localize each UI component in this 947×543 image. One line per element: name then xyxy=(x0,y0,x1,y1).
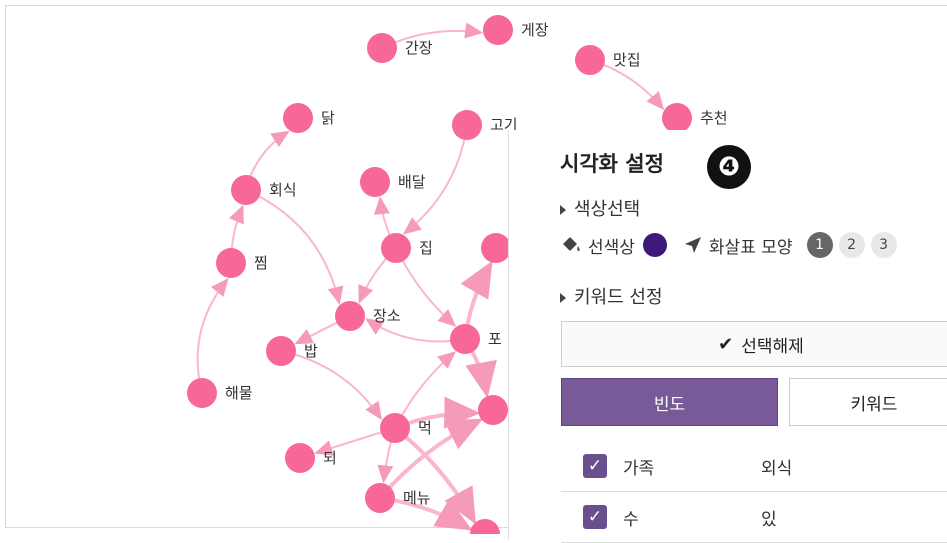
graph-node-jjim[interactable] xyxy=(216,248,246,278)
keyword-section-header[interactable]: 키워드 선정 xyxy=(560,283,663,309)
deselect-button[interactable]: ✔ 선택해제 xyxy=(561,321,947,367)
check-icon: ✔ xyxy=(718,333,734,355)
table-row[interactable]: ✓ 수 있 xyxy=(561,492,947,543)
graph-node-meok[interactable] xyxy=(380,413,410,443)
arrow-shape-3[interactable]: 3 xyxy=(870,232,897,258)
graph-node-gogi[interactable] xyxy=(452,110,482,140)
caret-right-icon xyxy=(560,205,566,215)
graph-node-label: 밥 xyxy=(304,342,318,360)
tab-keyword[interactable]: 키워드 xyxy=(789,378,947,426)
paint-bucket-icon xyxy=(563,237,580,251)
graph-node-label: 배달 xyxy=(398,173,426,191)
graph-node-label: 집 xyxy=(419,239,433,257)
graph-node-gejang[interactable] xyxy=(483,15,513,45)
graph-node-label: 고기 xyxy=(490,116,518,134)
panel-title: 시각화 설정 xyxy=(560,152,664,176)
graph-node-label: 맛집 xyxy=(613,51,641,69)
graph-node-label: 메뉴 xyxy=(403,489,431,507)
graph-node-partial[interactable] xyxy=(481,233,511,263)
graph-node-label: 닭 xyxy=(321,109,335,127)
graph-node-doe[interactable] xyxy=(285,443,315,473)
graph-node-label: 추천 xyxy=(700,109,728,127)
graph-edge xyxy=(245,189,344,305)
arrow-shape-2[interactable]: 2 xyxy=(838,232,865,258)
graph-node-jangso[interactable] xyxy=(335,301,365,331)
graph-edge xyxy=(393,426,476,525)
graph-node-label: 포 xyxy=(488,330,502,348)
graph-edge xyxy=(196,278,229,394)
graph-node-label: 되 xyxy=(323,449,337,467)
graph-node-label: 간장 xyxy=(405,39,433,57)
graph-node-dak[interactable] xyxy=(283,103,313,133)
row-value: 외식 xyxy=(761,459,793,479)
graph-node-label: 회식 xyxy=(269,181,297,199)
color-section-label: 색상선택 xyxy=(574,199,641,220)
graph-node-baedal[interactable] xyxy=(360,167,390,197)
row-value: 있 xyxy=(761,510,777,530)
graph-node-haemul[interactable] xyxy=(187,378,217,408)
checkbox-checked[interactable]: ✓ xyxy=(583,505,607,529)
row-keyword: 수 xyxy=(623,510,639,530)
graph-node-jip[interactable] xyxy=(381,233,411,263)
color-row: 선색상 화살표 모양 1 2 3 xyxy=(560,230,897,260)
graph-node-label: 게장 xyxy=(521,21,549,39)
line-color-label: 선색상 xyxy=(588,237,635,258)
arrow-shape-label: 화살표 모양 xyxy=(708,237,793,258)
caret-right-icon xyxy=(560,293,566,303)
graph-node-po[interactable] xyxy=(450,324,480,354)
keyword-section-label: 키워드 선정 xyxy=(574,287,663,308)
color-section-header[interactable]: 색상선택 xyxy=(560,195,640,221)
graph-node-label: 먹 xyxy=(418,419,432,437)
graph-node-ganjang[interactable] xyxy=(367,33,397,63)
graph-node-partial[interactable] xyxy=(470,519,500,534)
graph-node-chucheon[interactable] xyxy=(662,103,692,133)
graph-node-matjip[interactable] xyxy=(575,45,605,75)
step-badge: ❹ xyxy=(707,145,751,189)
graph-node-label: 해물 xyxy=(225,384,253,402)
graph-node-label: 장소 xyxy=(373,307,401,325)
graph-edge xyxy=(280,350,383,421)
location-arrow-icon xyxy=(684,237,701,253)
graph-node-hoesik[interactable] xyxy=(231,175,261,205)
checkbox-checked[interactable]: ✓ xyxy=(583,454,607,478)
graph-node-bap[interactable] xyxy=(266,336,296,366)
graph-node-partial[interactable] xyxy=(478,395,508,425)
line-color-swatch[interactable] xyxy=(642,233,667,257)
graph-node-label: 찜 xyxy=(254,254,268,272)
row-keyword: 가족 xyxy=(623,459,655,479)
tab-frequency[interactable]: 빈도 xyxy=(561,378,778,426)
table-row[interactable]: ✓ 가족 외식 xyxy=(561,441,947,492)
arrow-shape-1[interactable]: 1 xyxy=(806,232,833,258)
graph-node-menu[interactable] xyxy=(365,483,395,513)
deselect-label: 선택해제 xyxy=(741,336,804,357)
